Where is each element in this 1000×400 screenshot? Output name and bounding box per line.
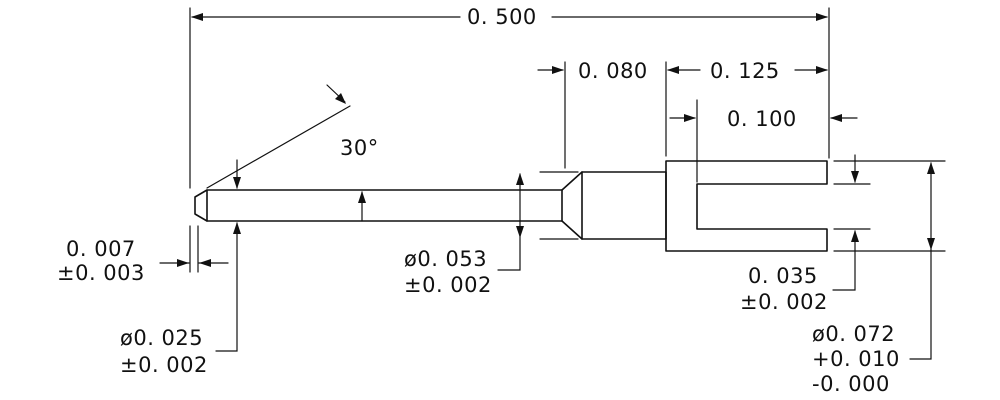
arrow-slot-depth-left (684, 114, 696, 122)
label-slot-width: 0. 035 (748, 264, 818, 288)
arrow-angle (335, 93, 346, 104)
leader-fork-diameter (909, 162, 932, 360)
label-pin-diameter: ø0. 025 (120, 326, 203, 350)
arrow-pin-diameter (233, 222, 241, 234)
transition-top (561, 171, 583, 191)
transition-bottom (561, 220, 583, 240)
arrow-overall-left (191, 13, 203, 21)
label-collar-diameter-tol: ±0. 002 (404, 273, 492, 297)
arrow-fork-dia-top (927, 162, 935, 174)
arrow-fork-right (816, 66, 828, 74)
arrow-fork-dia-bottom (927, 238, 935, 250)
arrow-fork-left (667, 66, 679, 74)
label-overall-length: 0. 500 (467, 5, 537, 29)
label-pin-diameter-tol: ±0. 002 (120, 353, 208, 377)
dimension-lines (159, 13, 935, 360)
label-tip-chamfer-tol: ±0. 003 (57, 261, 145, 285)
label-fork-diameter-tol-plus: +0. 010 (812, 347, 900, 371)
angle-leader (206, 105, 351, 189)
label-fork-diameter-tol-minus: -0. 000 (812, 372, 890, 396)
label-chamfer-angle: 30° (340, 136, 379, 160)
arrow-chamfer-left (177, 259, 189, 267)
pin-body (194, 189, 563, 222)
label-slot-depth: 0. 100 (727, 107, 797, 131)
leader-pin-diameter (215, 222, 238, 352)
extension-lines (189, 7, 946, 273)
label-collar-diameter: ø0. 053 (404, 247, 487, 271)
fork-body (665, 160, 828, 252)
arrow-collar-length (552, 66, 564, 74)
collar (581, 171, 667, 240)
label-collar-length: 0. 080 (578, 59, 648, 83)
arrow-collar-dia-top (516, 173, 524, 185)
label-tip-chamfer: 0. 007 (66, 237, 136, 261)
label-slot-width-tol: ±0. 002 (740, 290, 828, 314)
dimension-labels: 0. 500 0. 080 0. 125 0. 100 30° 0. 007 ±… (57, 5, 900, 396)
arrow-slot-bottom (851, 230, 859, 242)
label-fork-length: 0. 125 (710, 59, 780, 83)
part-outline (194, 160, 828, 252)
leader-collar-diameter (497, 173, 521, 271)
arrow-slot-top (851, 171, 859, 183)
arrow-chamfer-right (199, 259, 211, 267)
leader-slot-width (832, 230, 856, 291)
arrow-overall-right (816, 13, 828, 21)
arrow-slot-depth-right (830, 114, 842, 122)
arrow-tip-top (233, 177, 241, 189)
arrow-collar-dia-bottom (516, 226, 524, 238)
label-fork-diameter: ø0. 072 (812, 322, 895, 346)
